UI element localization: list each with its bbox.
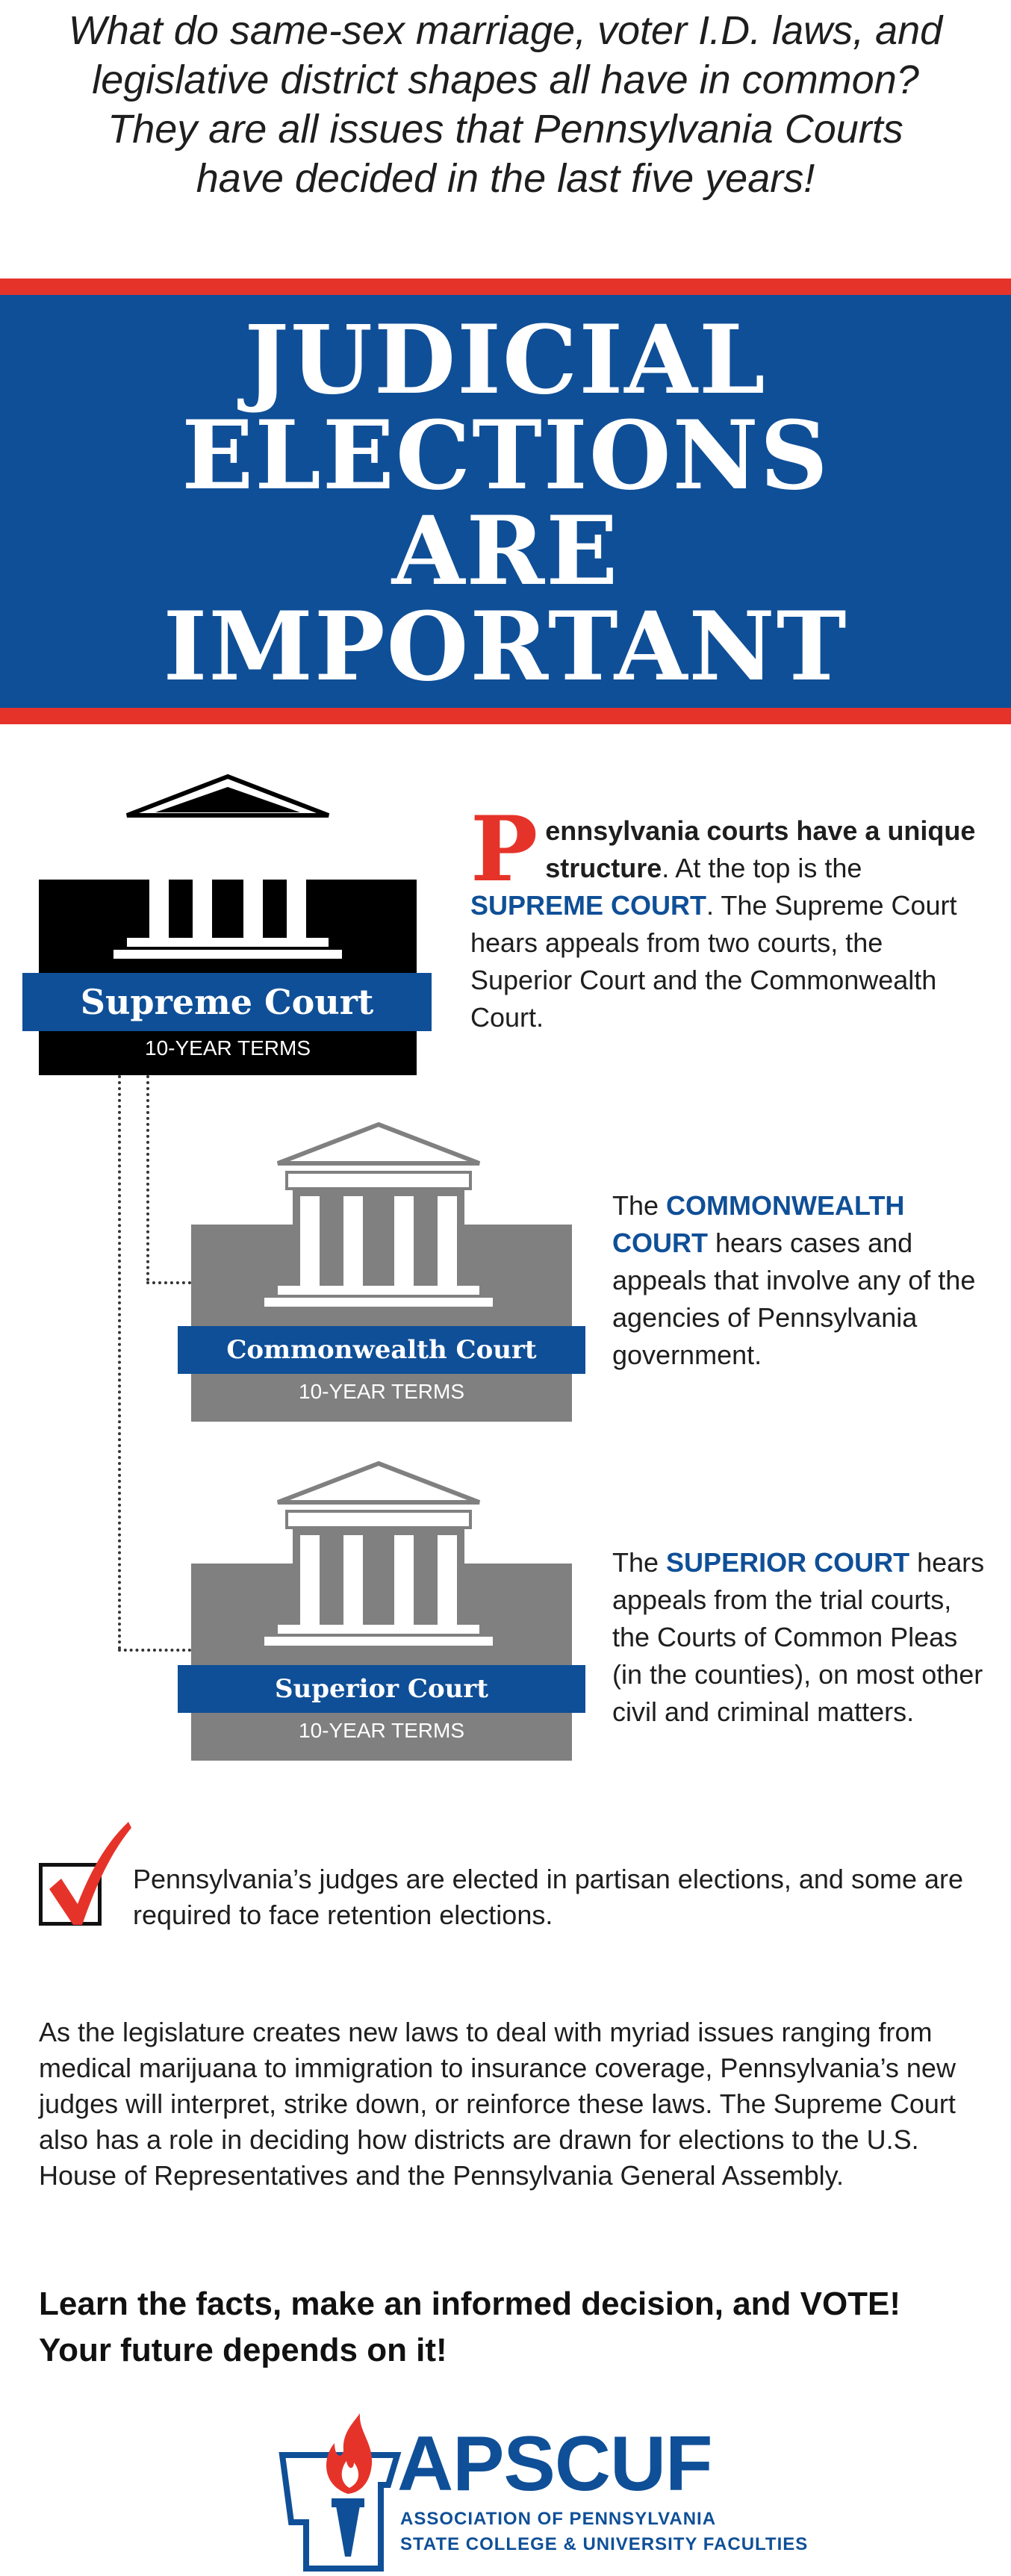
intro-text: What do same-sex marriage, voter I.D. la… xyxy=(0,6,1011,203)
intro-line: What do same-sex marriage, voter I.D. la… xyxy=(68,8,943,53)
legislature-paragraph: As the legislature creates new laws to d… xyxy=(39,2017,956,2191)
connector-line xyxy=(146,1281,191,1284)
headline-banner: JUDICIAL ELECTIONS ARE IMPORTANT xyxy=(0,295,1011,708)
intro-line: legislative district shapes all have in … xyxy=(92,57,919,102)
checkbox-icon xyxy=(39,1863,102,1926)
checkmark-icon xyxy=(49,1822,131,1925)
call-to-action: Learn the facts, make an informed decisi… xyxy=(39,2286,901,2368)
commonwealth-court-label: Commonwealth Court xyxy=(178,1326,585,1374)
superior-court-terms: 10-YEAR TERMS xyxy=(299,1719,464,1742)
supreme-courthouse-icon xyxy=(113,774,342,959)
keystone-torch-logo-icon xyxy=(279,2413,402,2572)
logo-subtitle: ASSOCIATION OF PENNSYLVANIA xyxy=(400,2509,717,2529)
commonwealth-court-description: The COMMONWEALTH COURT hears cases and a… xyxy=(612,1190,976,1370)
headline-line: ELECTIONS xyxy=(181,400,830,511)
headline-line: ARE xyxy=(391,496,620,606)
headline-line: JUDICIAL xyxy=(244,305,767,415)
supreme-court-label: Supreme Court xyxy=(22,973,432,1031)
superior-court-label: Superior Court xyxy=(178,1665,585,1713)
logo-wordmark: APSCUF xyxy=(397,2421,713,2507)
connector-line xyxy=(118,1649,191,1652)
superior-court-description: The SUPERIOR COURT hears appeals from th… xyxy=(612,1547,985,1727)
commonwealth-courthouse-icon xyxy=(264,1121,493,1307)
banner-top-stripe xyxy=(0,279,1011,295)
intro-line: have decided in the last five years! xyxy=(196,156,815,201)
connector-line xyxy=(118,1075,121,1650)
commonwealth-court-terms: 10-YEAR TERMS xyxy=(299,1380,464,1403)
logo-subtitle: STATE COLLEGE & UNIVERSITY FACULTIES xyxy=(400,2534,809,2554)
headline-line: IMPORTANT xyxy=(163,591,848,702)
drop-cap: P xyxy=(470,797,538,902)
supreme-court-name: SUPREME COURT xyxy=(470,890,707,921)
banner-bottom-stripe xyxy=(0,708,1011,724)
supreme-court-terms: 10-YEAR TERMS xyxy=(145,1036,311,1060)
intro-line: They are all issues that Pennsylvania Co… xyxy=(108,107,903,152)
superior-courthouse-icon xyxy=(264,1460,493,1646)
connector-line xyxy=(146,1075,149,1281)
superior-court-name: SUPERIOR COURT xyxy=(666,1547,910,1578)
commonwealth-court-name: COMMONWEALTH COURT xyxy=(612,1190,905,1258)
supreme-lead: ennsylvania courts have a unique structu… xyxy=(545,815,976,883)
elected-judges-text: Pennsylvania’s judges are elected in par… xyxy=(133,1864,964,1930)
